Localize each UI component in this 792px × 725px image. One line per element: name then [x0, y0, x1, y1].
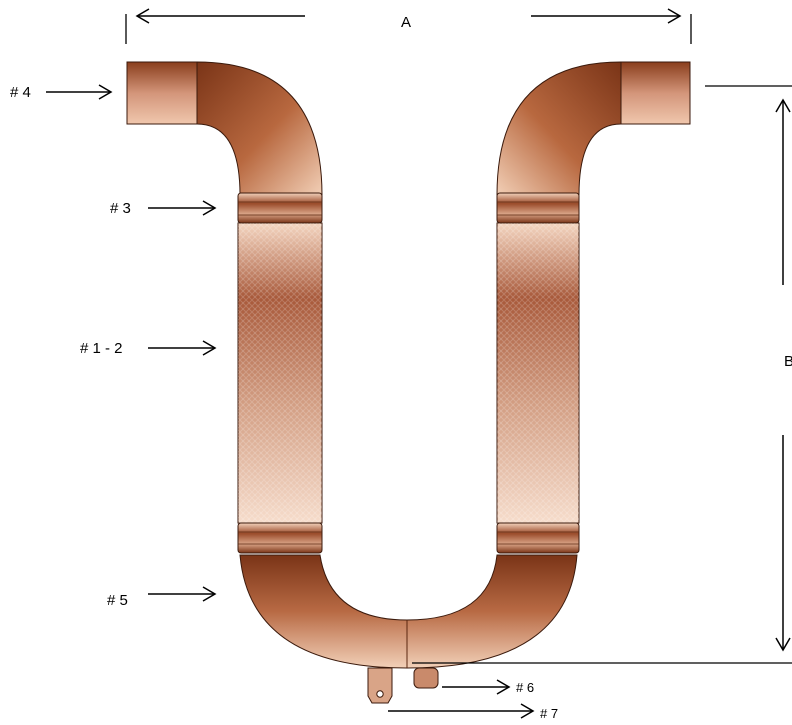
dimension-b-label: B	[784, 353, 792, 370]
right-upper-elbow	[496, 61, 622, 196]
left-upper-elbow	[196, 61, 323, 196]
right-lower-ring	[496, 522, 580, 554]
left-end-cap	[126, 61, 198, 125]
dimension-a-label: A	[401, 14, 411, 31]
left-upper-ring	[237, 192, 323, 224]
callout-3-label: # 3	[110, 200, 131, 217]
left-lower-ring	[237, 522, 323, 554]
bottom-u-bend-left-half	[239, 554, 408, 669]
right-end-cap	[620, 61, 691, 125]
callout-6-label: # 6	[516, 680, 534, 695]
right-upper-ring	[496, 192, 580, 224]
bottom-u-bend-right-half	[406, 554, 578, 669]
tube-stub	[413, 667, 439, 689]
mounting-tab	[367, 667, 393, 704]
callout-7-label: # 7	[540, 706, 558, 721]
callout-1-2-label: # 1 - 2	[80, 340, 123, 357]
callout-4-label: # 4	[10, 84, 31, 101]
tab-hole	[376, 690, 384, 698]
callout-5-label: # 5	[107, 592, 128, 609]
